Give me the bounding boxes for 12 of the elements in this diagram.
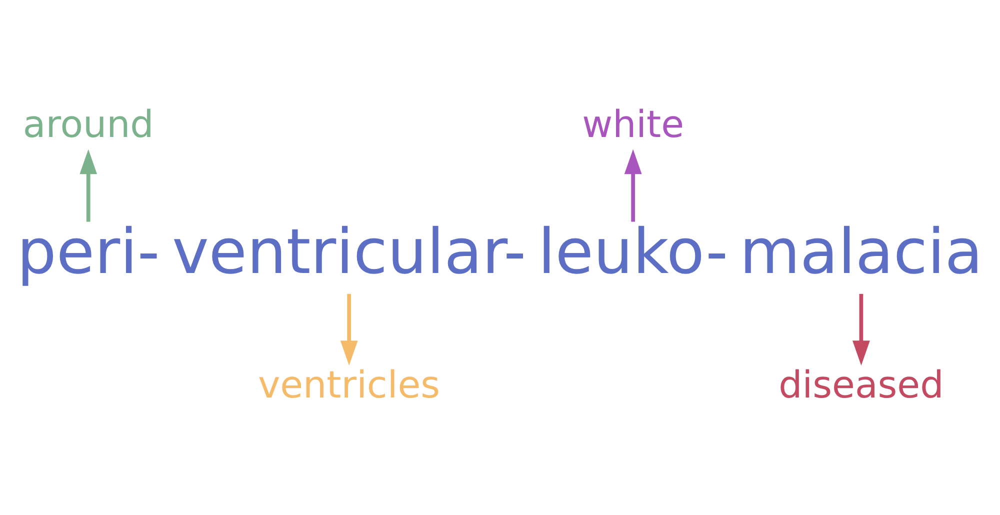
node-text: ventricular- bbox=[172, 215, 526, 288]
node-text: white bbox=[582, 102, 684, 146]
arrow bbox=[852, 294, 870, 366]
node-text: diseased bbox=[778, 362, 944, 406]
arrow bbox=[340, 294, 358, 366]
arrow bbox=[80, 149, 98, 222]
node-text: leuko- bbox=[538, 215, 728, 288]
arrow bbox=[624, 149, 642, 222]
node-text: peri- bbox=[16, 215, 160, 288]
node-text: around bbox=[22, 102, 154, 146]
node-text: malacia bbox=[740, 215, 983, 288]
node-text: ventricles bbox=[258, 362, 440, 406]
